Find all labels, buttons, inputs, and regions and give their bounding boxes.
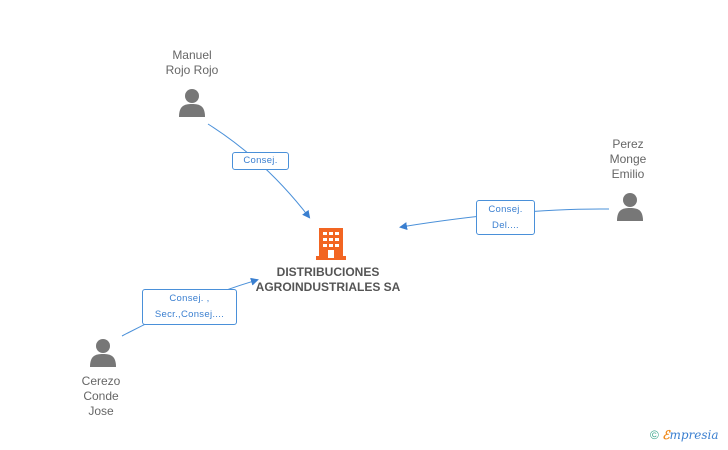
company-name-line: DISTRIBUCIONES (276, 265, 380, 279)
relation-label-manuel[interactable]: Consej. (232, 152, 289, 170)
relation-label-line: Secr.,Consej.... (154, 309, 225, 320)
person-name-line: Manuel (172, 48, 212, 62)
person-name-line: Emilio (611, 167, 645, 181)
person-name-cerezo[interactable]: Cerezo Conde Jose (46, 374, 156, 419)
brand-footer: © ℰmpresia (650, 428, 719, 442)
person-name-line: Perez (612, 137, 644, 151)
relation-label-line: Consej. , (169, 293, 210, 304)
relation-label-line: Consej. (488, 204, 523, 215)
brand-logo-initial: ℰ (662, 428, 670, 442)
person-name-line: Cerezo (81, 374, 121, 388)
person-icon[interactable] (616, 192, 644, 222)
person-icon[interactable] (178, 88, 206, 118)
relation-label-line: Consej. (243, 155, 278, 166)
edge-manuel (207, 123, 311, 219)
person-icon[interactable] (89, 338, 117, 368)
building-icon[interactable] (316, 226, 346, 260)
person-name-line: Rojo Rojo (165, 63, 219, 77)
person-name-perez[interactable]: Perez Monge Emilio (573, 137, 683, 182)
relation-label-cerezo[interactable]: Consej. , Secr.,Consej.... (142, 289, 237, 325)
person-name-line: Jose (88, 404, 114, 418)
person-name-line: Conde (83, 389, 119, 403)
copyright-icon: © (650, 428, 659, 442)
brand-logo-text: mpresia (669, 428, 719, 442)
company-name[interactable]: DISTRIBUCIONES AGROINDUSTRIALES SA (228, 265, 428, 295)
company-name-line: AGROINDUSTRIALES SA (255, 280, 401, 294)
person-name-manuel[interactable]: Manuel Rojo Rojo (137, 48, 247, 78)
relation-label-line: Del.... (492, 220, 519, 231)
person-name-line: Monge (609, 152, 647, 166)
relation-label-perez[interactable]: Consej. Del.... (476, 200, 535, 235)
